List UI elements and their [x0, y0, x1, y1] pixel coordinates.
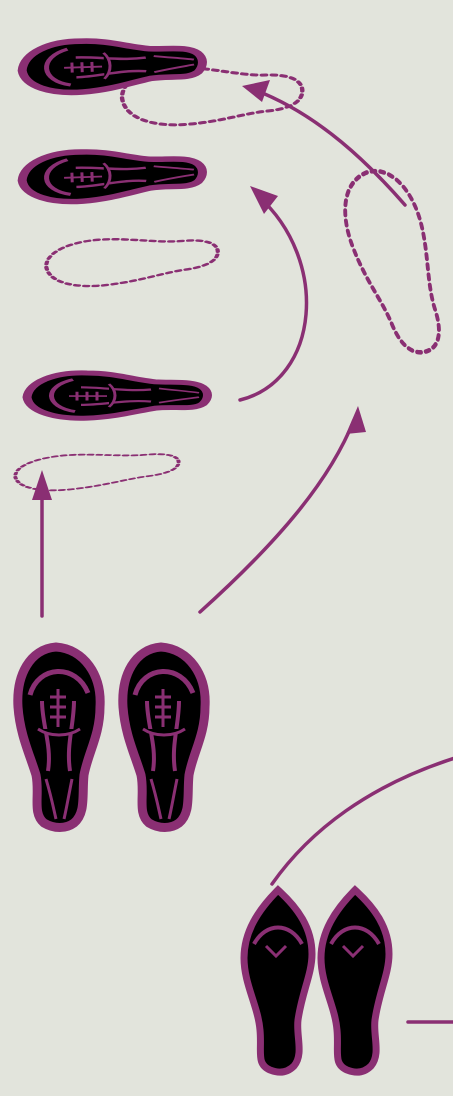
- mans-shoe-step-1: [27, 373, 208, 418]
- mans-shoe-start-left: [18, 647, 100, 828]
- mans-shoe-step-3: [21, 37, 203, 94]
- mans-shoe-start-right: [123, 647, 205, 828]
- lady-shoe-left: [244, 890, 312, 1072]
- arrowhead-ghost: [346, 406, 366, 434]
- arrow-step2-to-step3: [255, 90, 405, 205]
- ghost-step-2: [44, 229, 220, 290]
- arrowhead-step3: [242, 80, 270, 102]
- lady-shoe-right: [321, 890, 389, 1072]
- arrowhead-step1: [32, 470, 52, 500]
- arrow-step1-to-step2: [240, 196, 306, 400]
- mans-shoe-step-2: [21, 148, 203, 204]
- arrow-start-to-ghost: [200, 420, 354, 612]
- arrow-lady-curve: [272, 758, 453, 884]
